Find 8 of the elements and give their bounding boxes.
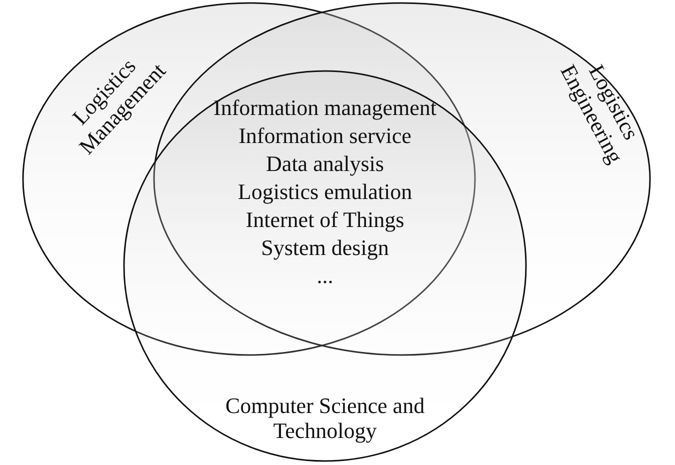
topic-text: Data analysis xyxy=(266,150,384,177)
topic-text: Information service xyxy=(238,122,412,149)
topic-text: System design xyxy=(261,234,389,261)
topic-text: Logistics emulation xyxy=(238,178,412,205)
topic-text: Information management xyxy=(214,94,436,121)
topic-text: Internet of Things xyxy=(246,206,404,233)
topic-text: ... xyxy=(316,262,334,289)
set-label: Computer Science and Technology xyxy=(225,393,425,443)
